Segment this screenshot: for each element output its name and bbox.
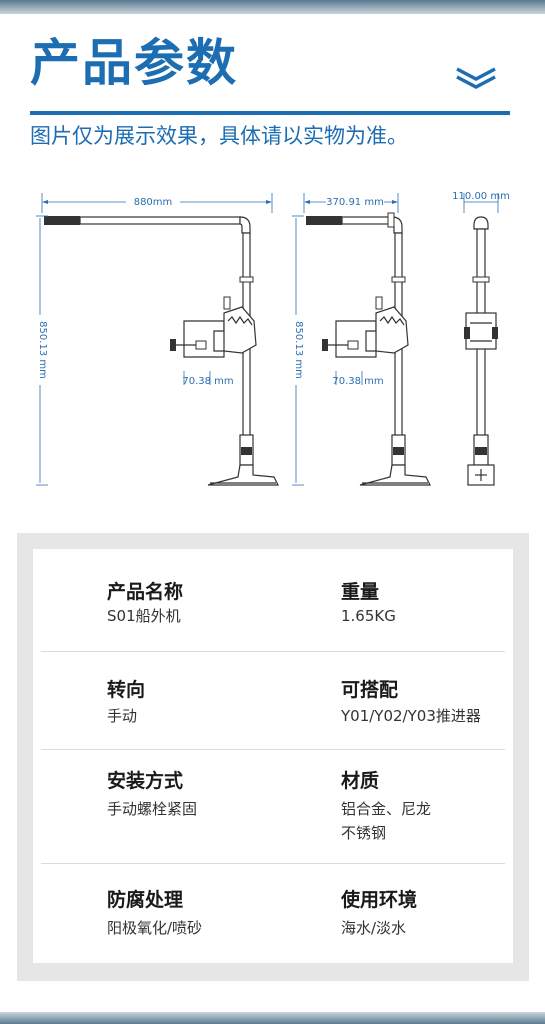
- spec-value: 铝合金、尼龙: [341, 800, 432, 818]
- front-clamp-label: 70.38 mm: [182, 376, 233, 387]
- spec-value: 海水/淡水: [341, 919, 407, 937]
- spec-label: 产品名称: [107, 581, 184, 603]
- front-height-label: 850.13 mm: [37, 321, 48, 379]
- product-dimension-drawing: 880mm 70.38 mm 850.13 mm: [36, 191, 510, 486]
- disclaimer-text: 图片仅为展示效果，具体请以实物为准。: [30, 124, 408, 148]
- page-title: 产品参数: [30, 34, 238, 92]
- spec-label: 防腐处理: [107, 889, 184, 911]
- spec-row: 产品名称 S01船外机 重量 1.65KG: [33, 549, 513, 651]
- front-view: 880mm 70.38 mm 850.13 mm: [36, 193, 279, 486]
- side-clamp-label: 70.38 mm: [332, 376, 383, 387]
- end-view: 110.00 mm: [452, 191, 510, 486]
- spec-value: 手动螺栓紧固: [107, 800, 198, 818]
- side-width-label: 370.91 mm: [326, 197, 384, 208]
- chevron-down-icon[interactable]: [455, 66, 497, 90]
- side-height-label: 850.13 mm: [293, 321, 304, 379]
- spec-panel: 产品名称 S01船外机 重量 1.65KG 转向 手动 可搭配 Y01/Y02/…: [33, 549, 513, 963]
- spec-row: 防腐处理 阳极氧化/喷砂 使用环境 海水/淡水: [33, 864, 513, 963]
- spec-label: 材质: [341, 770, 380, 792]
- spec-divider: [41, 863, 505, 864]
- spec-label: 转向: [107, 679, 146, 701]
- spec-divider: [41, 749, 505, 750]
- front-width-label: 880mm: [134, 197, 173, 208]
- side-view: 370.91 mm 70.38 mm 850.13 mm: [292, 193, 431, 486]
- spec-label: 安装方式: [107, 770, 184, 792]
- end-width-label: 110.00 mm: [452, 191, 510, 202]
- spec-value: 阳极氧化/喷砂: [107, 919, 203, 937]
- spec-label: 重量: [341, 581, 380, 603]
- spec-label: 可搭配: [341, 679, 399, 701]
- title-underline: [30, 111, 510, 115]
- spec-row: 安装方式 手动螺栓紧固 材质 铝合金、尼龙 不锈钢: [33, 750, 513, 863]
- spec-value: S01船外机: [107, 607, 181, 625]
- spec-row: 转向 手动 可搭配 Y01/Y02/Y03推进器: [33, 652, 513, 749]
- spec-divider: [41, 651, 505, 652]
- spec-value-line2: 不锈钢: [341, 824, 387, 842]
- top-bar: [0, 0, 545, 14]
- spec-value: 1.65KG: [341, 607, 396, 625]
- bottom-bar: [0, 1012, 545, 1024]
- spec-label: 使用环境: [341, 889, 418, 911]
- spec-value: Y01/Y02/Y03推进器: [341, 707, 481, 725]
- spec-value: 手动: [107, 707, 138, 725]
